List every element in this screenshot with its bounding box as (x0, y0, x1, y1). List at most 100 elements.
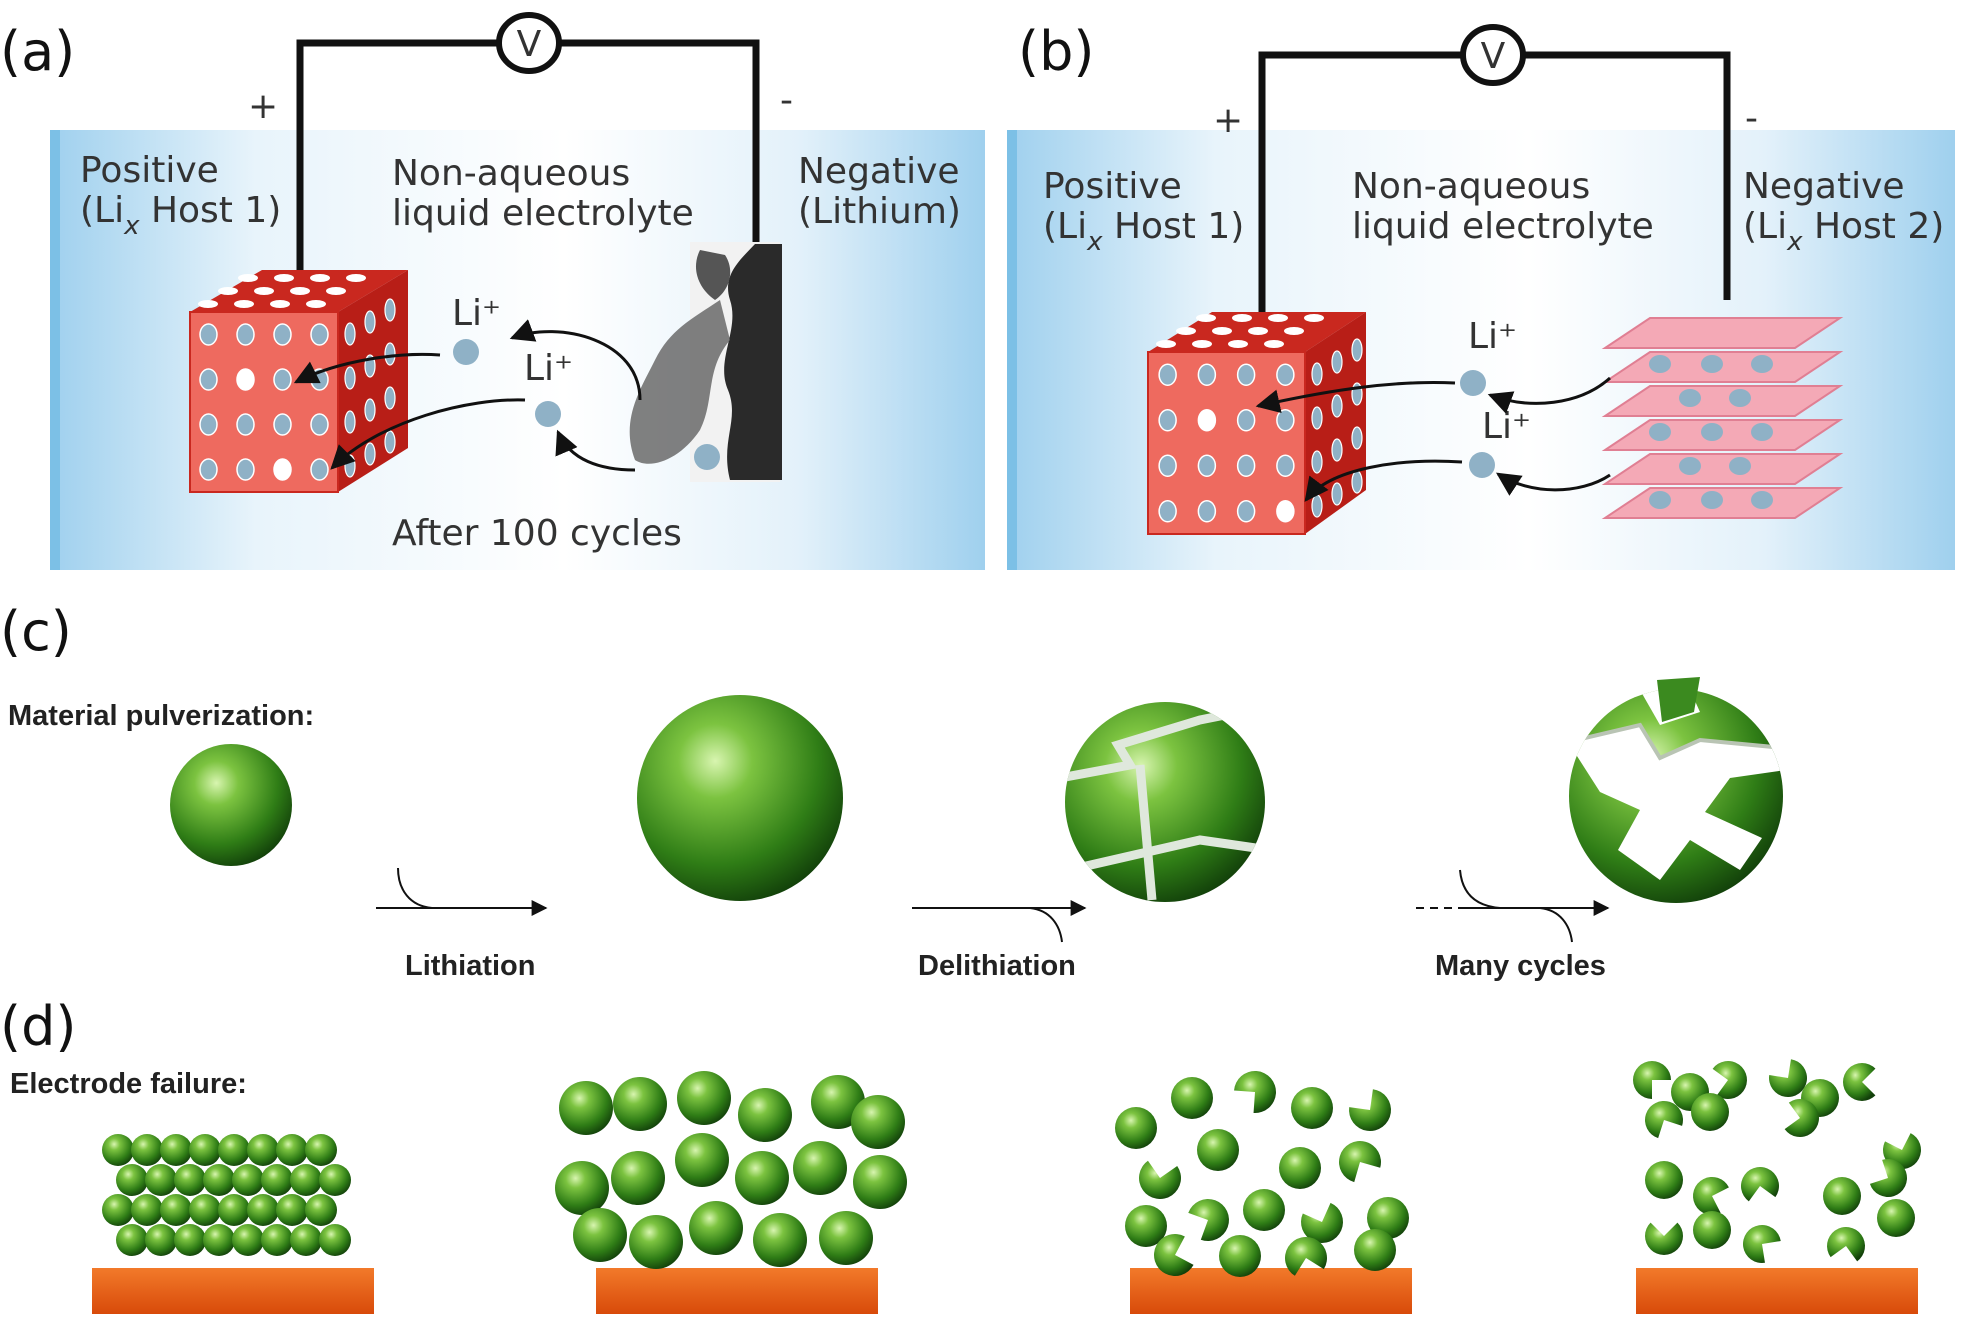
active-particle (218, 1134, 250, 1166)
cube-pore (310, 458, 329, 481)
active-particle (1197, 1129, 1239, 1171)
cube-pore (1158, 500, 1177, 523)
fragmented-particle (1784, 1099, 1819, 1137)
panel-b-li-ion-2 (1469, 452, 1495, 478)
cube-pore (1276, 454, 1295, 477)
active-particle (319, 1164, 351, 1196)
cube-side-pore (344, 366, 356, 390)
many-cycles-arrow (1416, 869, 1610, 943)
panel-b-voltmeter: V (1460, 24, 1526, 86)
cube-side-pore (384, 342, 396, 366)
fragmented-particle (1153, 1233, 1194, 1276)
cube-top-pore (1304, 314, 1324, 322)
active-particle (290, 1164, 322, 1196)
active-particle (131, 1194, 163, 1226)
cube-pore (310, 323, 329, 346)
cube-pore (273, 458, 292, 481)
cube-side-pore (364, 442, 376, 466)
panel-a-letter: (a) (0, 20, 75, 83)
fragmented-particle (1284, 1236, 1327, 1276)
panel-b-li-ion-1 (1460, 370, 1486, 396)
cube-top-pore (346, 274, 366, 282)
active-particle (174, 1224, 206, 1256)
panel-b-electrolyte-label-2: liquid electrolyte (1352, 206, 1654, 247)
fragmented-particle (1644, 1222, 1683, 1255)
active-particle (753, 1213, 807, 1267)
cube-side-pore (1331, 394, 1343, 418)
panel-a-arrow-4 (555, 429, 636, 472)
active-particle (1243, 1189, 1285, 1231)
active-particle (232, 1224, 264, 1256)
panel-a-li-ion-1 (453, 339, 479, 365)
panel-c-letter: (c) (0, 600, 72, 663)
active-particle (1691, 1093, 1729, 1131)
active-particle (629, 1215, 683, 1269)
fragmented-particle (1645, 1101, 1683, 1139)
fragmented-particle (1693, 1177, 1729, 1215)
active-particle (174, 1164, 206, 1196)
active-particle (116, 1224, 148, 1256)
cube-pore (236, 323, 255, 346)
panel-b-minus: - (1745, 98, 1758, 139)
electrode-stage-2 (555, 1071, 907, 1314)
current-collector (596, 1268, 878, 1314)
cube-side-pore (1351, 426, 1363, 450)
active-particle (1171, 1077, 1213, 1119)
panel-a-ion-label-1: Li⁺ (452, 293, 501, 334)
panel-a-ion-label-2: Li⁺ (524, 348, 573, 389)
delithiation-arrow (912, 900, 1087, 943)
active-particle (276, 1134, 308, 1166)
cube-side-pore (344, 410, 356, 434)
active-particle (1115, 1107, 1157, 1149)
panel-a-negative-label: Negative (798, 151, 960, 192)
active-particle (247, 1194, 279, 1226)
cube-side-pore (1351, 338, 1363, 362)
active-particle (160, 1134, 192, 1166)
cube-pore (1158, 363, 1177, 386)
panel-b-wire-left (1258, 51, 1462, 318)
panel-a-lithium-dendrite (629, 242, 782, 482)
cube-top-pore (306, 300, 326, 308)
electrode-stage-1 (92, 1134, 374, 1314)
active-particle (232, 1164, 264, 1196)
panel-a-negative-lithium: (Lithium) (798, 191, 961, 232)
cube-side-pore (344, 322, 356, 346)
cube-top-pore (1196, 314, 1216, 322)
active-particle (689, 1201, 743, 1255)
host-ion (1701, 355, 1723, 373)
active-particle (160, 1194, 192, 1226)
cube-pore (1197, 454, 1217, 477)
cube-pore (236, 413, 255, 436)
fragmented-particle (1769, 1059, 1807, 1098)
panel-a-arrow-3 (509, 319, 642, 401)
panel-a-wire-right (560, 39, 760, 248)
active-particle (319, 1224, 351, 1256)
cube-side-pore (1331, 350, 1343, 374)
panel-a-arrow-1 (293, 352, 441, 384)
cracked-particle (1065, 702, 1265, 902)
cube-top-pore (274, 274, 294, 282)
panel-a: (a) V + - Positive (Lix Host 1) Non-aque… (0, 12, 985, 570)
cube-top-pore (1192, 340, 1212, 348)
small-particle (170, 744, 292, 866)
cube-pore (1236, 500, 1256, 523)
panel-a-electrolyte-label-1: Non-aqueous (392, 153, 630, 194)
cube-top-pore (234, 300, 254, 308)
fragmented-particle (1139, 1160, 1181, 1199)
active-particle (218, 1194, 250, 1226)
cube-pore (1197, 409, 1217, 432)
fragmented-particle (1349, 1089, 1391, 1132)
cube-top-pore (1232, 314, 1252, 322)
panel-b-wire-right (1524, 51, 1731, 300)
active-particle (613, 1077, 667, 1131)
active-particle (189, 1194, 221, 1226)
active-particle (247, 1134, 279, 1166)
cube-pore (1197, 500, 1217, 523)
panel-d-title: Electrode failure: (10, 1068, 247, 1100)
active-particle (305, 1194, 337, 1226)
active-particle (811, 1075, 865, 1129)
host-ion (1751, 491, 1773, 509)
cube-top-pore (1284, 327, 1304, 335)
panel-d: (d) Electrode failure: (0, 995, 1921, 1314)
